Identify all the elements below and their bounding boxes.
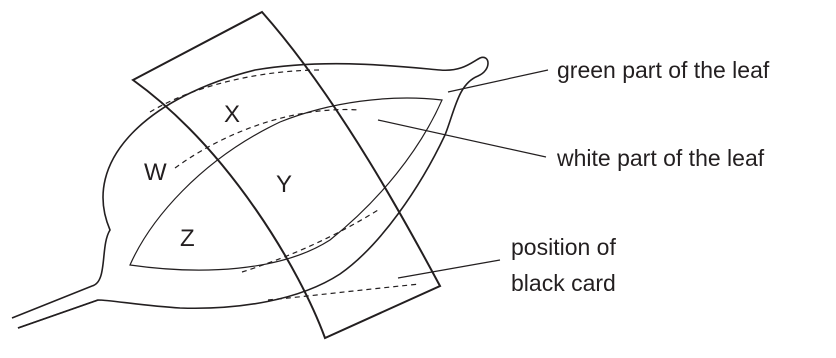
leader-green-part (447, 69, 549, 93)
black-card (131, 10, 442, 340)
label-card-line1: position of (511, 234, 616, 260)
label-green-part: green part of the leaf (557, 57, 770, 83)
dashed-vein-upper (149, 69, 321, 113)
leaf-outline (11, 56, 489, 329)
region-label-x: X (224, 101, 240, 128)
leader-white-part (377, 119, 547, 158)
dashed-vein-middle (174, 108, 361, 169)
region-label-z: Z (180, 225, 195, 252)
dashed-vein-bottom (267, 283, 421, 301)
white-region-outline (129, 97, 443, 271)
label-card-line2: black card (511, 270, 616, 296)
label-white-part: white part of the leaf (556, 145, 765, 171)
region-label-y: Y (276, 171, 292, 198)
region-label-w: W (144, 159, 167, 186)
leaf-stalk (17, 299, 99, 329)
dashed-vein-lower (241, 209, 379, 273)
leader-card-position (397, 259, 501, 279)
